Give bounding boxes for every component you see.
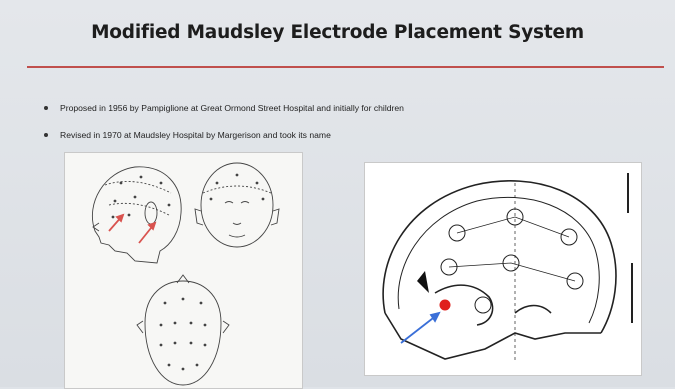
skull-section-figure: [364, 162, 642, 376]
bullet-text: Proposed in 1956 by Pampiglione at Great…: [60, 103, 404, 113]
bullet-icon: [44, 133, 48, 137]
bullet-item: Revised in 1970 at Maudsley Hospital by …: [40, 127, 404, 143]
slide-title: Modified Maudsley Electrode Placement Sy…: [0, 22, 675, 43]
bullet-icon: [44, 106, 48, 110]
title-divider: [27, 66, 664, 68]
bullet-item: Proposed in 1956 by Pampiglione at Great…: [40, 100, 404, 116]
sagittal-skull-section-illustration: [365, 163, 641, 375]
bullet-list: Proposed in 1956 by Pampiglione at Great…: [40, 100, 404, 154]
bullet-text: Revised in 1970 at Maudsley Hospital by …: [60, 130, 331, 140]
head-diagrams-figure: [64, 152, 303, 389]
head-diagrams-illustration: [65, 153, 302, 388]
